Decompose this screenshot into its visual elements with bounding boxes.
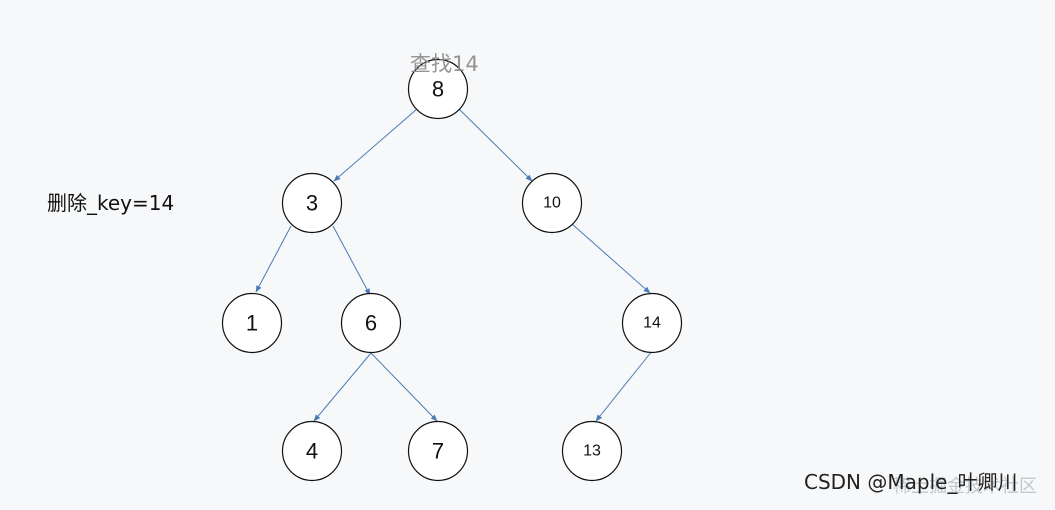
node-13-circle: [561, 420, 623, 482]
edges-group: [255, 108, 653, 422]
edge-6-4: [313, 352, 372, 422]
node-1-circle: [221, 292, 283, 354]
node-4-label: 4: [306, 439, 318, 464]
node-1: 1: [221, 292, 283, 354]
node-8-label: 8: [432, 77, 444, 102]
node-7-circle: [407, 420, 469, 482]
node-13-label: 13: [583, 443, 601, 460]
node-6-label: 6: [365, 311, 377, 336]
node-3-circle: [281, 172, 343, 234]
node-8: 8: [407, 58, 469, 120]
node-13: 13: [561, 420, 623, 482]
node-1-label: 1: [246, 311, 258, 336]
edge-8-10: [458, 108, 533, 182]
csdn-watermark: CSDN @Maple_叶卿川: [804, 470, 1017, 494]
edge-6-7: [370, 352, 438, 422]
diagram-title: 查找14: [410, 52, 479, 76]
edge-3-1: [255, 225, 292, 293]
watermark-shadow: 稀土掘金技术社区: [893, 476, 1037, 497]
node-4: 4: [281, 420, 343, 482]
delete-key-label: 删除_key=14: [47, 191, 174, 215]
node-8-circle: [407, 58, 469, 120]
node-7: 7: [407, 420, 469, 482]
node-7-label: 7: [432, 439, 444, 464]
node-3-label: 3: [306, 191, 318, 216]
edge-3-6: [332, 225, 371, 296]
node-4-circle: [281, 420, 343, 482]
edge-14-13: [595, 350, 653, 422]
node-10-circle: [521, 172, 583, 234]
node-14-circle: [621, 292, 683, 354]
node-3: 3: [281, 172, 343, 234]
edge-8-3: [333, 108, 418, 182]
node-10: 10: [521, 172, 583, 234]
node-6-circle: [340, 292, 402, 354]
node-10-label: 10: [543, 195, 561, 212]
node-6: 6: [340, 292, 402, 354]
node-14-label: 14: [643, 315, 661, 332]
node-14: 14: [621, 292, 683, 354]
edge-10-14: [571, 223, 651, 294]
